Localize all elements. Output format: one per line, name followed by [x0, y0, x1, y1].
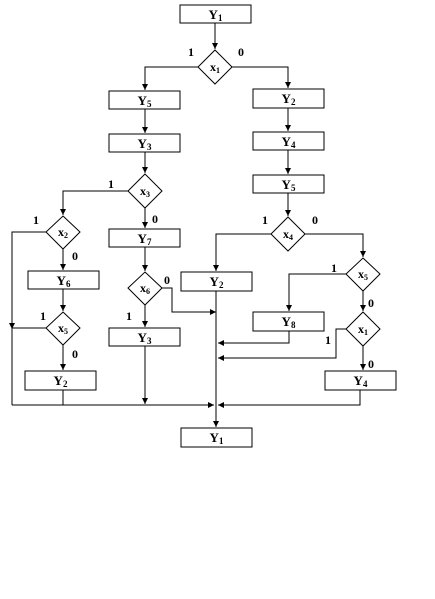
operator-block-far-left-2: Y2 [24, 370, 97, 391]
branch-label: 0 [312, 213, 318, 227]
branch-labels: 1 0 1 0 1 0 1 0 1 0 1 0 1 0 1 0 [33, 45, 374, 371]
svg-text:Y1: Y1 [209, 7, 223, 23]
svg-text:Y5: Y5 [282, 177, 296, 193]
branch-label: 0 [72, 347, 78, 361]
svg-text:Y2: Y2 [54, 373, 68, 389]
condition-diamond-x5-left: x5 [45, 311, 81, 346]
condition-diamond-x3: x3 [127, 173, 163, 209]
branch-label: 1 [108, 177, 114, 191]
condition-diamond-x2: x2 [45, 215, 81, 250]
condition-diamond-x1-right: x1 [345, 311, 381, 347]
branch-label: 0 [152, 212, 158, 226]
connectors [9, 23, 366, 427]
svg-text:x5: x5 [58, 321, 68, 336]
branch-label: 1 [331, 261, 337, 275]
svg-text:Y4: Y4 [354, 373, 368, 389]
operator-block-left-3: Y7 [108, 228, 181, 248]
condition-diamond-x1-top: x1 [197, 49, 233, 85]
operator-block-left-middle: Y3 [108, 327, 181, 347]
svg-text:Y4: Y4 [282, 134, 296, 150]
svg-text:x1: x1 [358, 322, 368, 337]
branch-label: 0 [368, 357, 374, 371]
svg-text:Y6: Y6 [57, 273, 71, 289]
operator-block-left-2: Y3 [108, 133, 181, 153]
svg-text:x5: x5 [358, 267, 368, 282]
svg-text:Y3: Y3 [138, 330, 152, 346]
branch-label: 0 [72, 249, 78, 263]
condition-diamond-x5-right: x5 [345, 257, 381, 292]
svg-text:Y8: Y8 [282, 314, 296, 330]
svg-text:Y3: Y3 [138, 136, 152, 152]
svg-text:x2: x2 [58, 225, 68, 240]
branch-label: 1 [40, 309, 46, 323]
svg-text:x1: x1 [210, 60, 220, 75]
operator-block-start: Y1 [179, 4, 252, 24]
operator-block-end: Y1 [180, 427, 253, 448]
operator-block-far-left-1: Y6 [27, 270, 100, 290]
branch-label: 1 [188, 45, 194, 59]
condition-diamond-x4: x4 [270, 216, 306, 252]
svg-text:x6: x6 [140, 281, 150, 296]
operator-block-right-2: Y4 [252, 131, 325, 151]
operator-block-right-4: Y8 [252, 311, 325, 332]
operator-block-middle: Y2 [180, 271, 253, 292]
branch-label: 0 [368, 296, 374, 310]
condition-diamond-x6: x6 [127, 271, 163, 306]
operator-block-right-1: Y2 [252, 88, 325, 109]
operator-block-right-3: Y5 [252, 174, 325, 194]
branch-label: 1 [262, 213, 268, 227]
svg-text:Y1: Y1 [210, 430, 224, 446]
svg-text:x3: x3 [140, 184, 150, 199]
branch-label: 1 [325, 333, 331, 347]
branch-label: 1 [126, 309, 132, 323]
branch-label: 1 [33, 213, 39, 227]
svg-text:Y7: Y7 [138, 231, 152, 247]
svg-text:x4: x4 [283, 227, 293, 242]
svg-text:Y2: Y2 [210, 274, 224, 290]
svg-text:Y5: Y5 [138, 93, 152, 109]
svg-text:Y2: Y2 [282, 91, 296, 107]
branch-label: 0 [164, 273, 170, 287]
operator-block-left-1: Y5 [108, 90, 181, 110]
operator-block-right-5: Y4 [324, 370, 397, 391]
branch-label: 0 [238, 45, 244, 59]
